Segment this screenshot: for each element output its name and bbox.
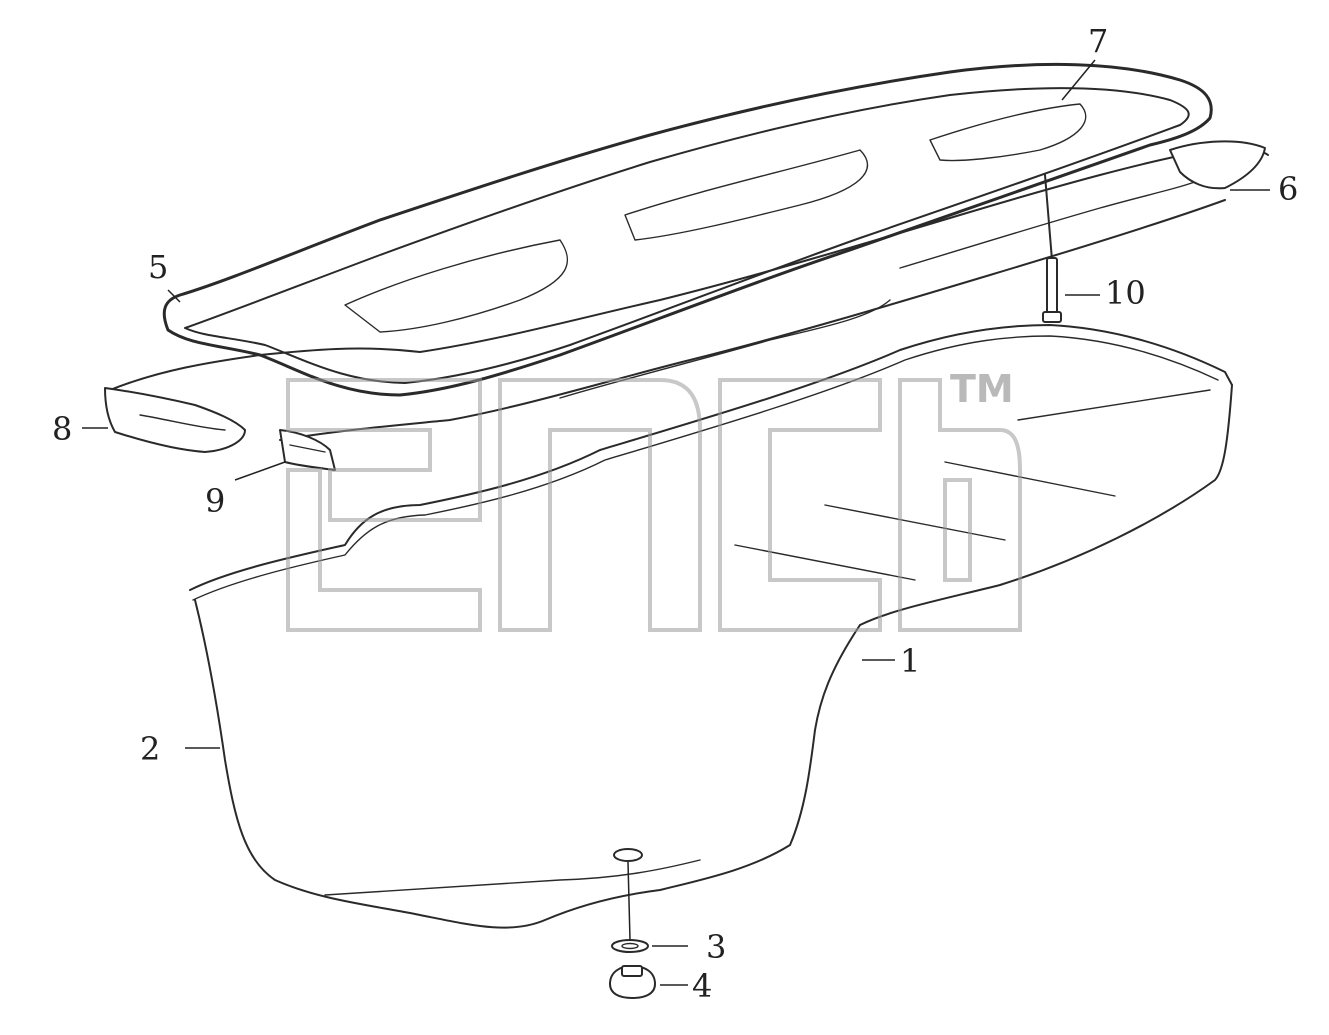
watermark-trademark: TM xyxy=(950,367,1014,411)
callout-6: 6 xyxy=(1278,170,1298,208)
leader-lines xyxy=(82,59,1270,986)
sealing-washer-3 xyxy=(611,939,649,953)
bracket-6 xyxy=(1169,140,1266,190)
callout-10: 10 xyxy=(1105,274,1146,312)
callout-3: 3 xyxy=(706,928,726,966)
callout-7: 7 xyxy=(1088,22,1108,60)
stiffener-rail xyxy=(109,148,1269,441)
bracket-8 xyxy=(104,387,246,453)
watermark: TM xyxy=(286,367,1022,632)
callout-5: 5 xyxy=(148,248,168,286)
callout-labels: 7 6 5 10 8 9 1 2 3 4 xyxy=(52,22,1298,1005)
callout-4: 4 xyxy=(692,967,712,1005)
callout-1: 1 xyxy=(900,642,920,680)
oil-pan-body xyxy=(189,324,1233,929)
callout-9: 9 xyxy=(205,482,225,520)
callout-2: 2 xyxy=(140,730,160,768)
drain-plug-assembly xyxy=(609,861,656,999)
bolt-10 xyxy=(1042,174,1062,323)
callout-8: 8 xyxy=(52,410,72,448)
oil-pan-gasket xyxy=(162,62,1213,397)
bracket-9 xyxy=(279,429,336,471)
